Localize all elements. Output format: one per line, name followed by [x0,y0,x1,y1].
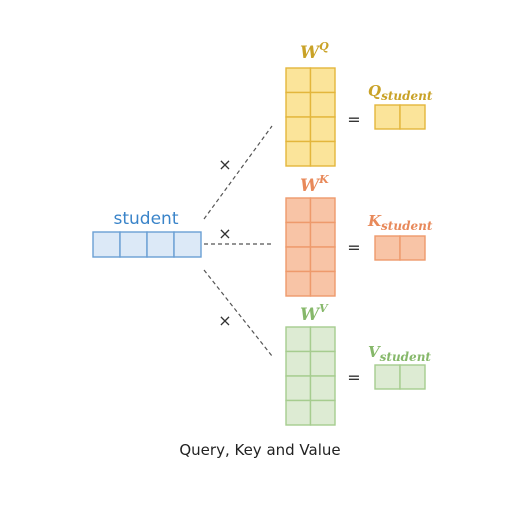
result-vector-cell [374,364,401,390]
input-vector-cell [119,231,148,258]
query-block: WQ = Qstudent [285,40,433,167]
weight-matrix-cell [285,197,312,224]
weight-matrix-cell [309,326,336,353]
input-vector-cell [173,231,202,258]
weight-matrix-cell [309,270,336,297]
weight-matrix-cell [309,399,336,426]
input-word-label: student [114,209,179,229]
weight-matrix-cell [285,91,312,118]
weight-label-query: WQ [300,40,329,63]
multiply-sign-key: × [218,224,231,243]
weight-matrix-cell [285,375,312,402]
multiply-sign-query: × [218,155,231,174]
weight-matrix-cell [309,67,336,94]
weight-matrix-cell [285,270,312,297]
multiply-sign-value: × [218,311,231,330]
equals-sign-query: = [347,110,360,129]
weight-matrix-cell [309,197,336,224]
weight-matrix-query [285,67,336,167]
input-vector [92,231,202,258]
input-vector-cell [92,231,121,258]
figure-caption: Query, Key and Value [179,441,341,459]
input-vector-cell [146,231,175,258]
result-vector-cell [399,235,426,261]
result-vector-cell [399,104,426,130]
key-block: WK = Kstudent [285,173,433,297]
weight-matrix-cell [309,375,336,402]
weight-matrix-cell [309,350,336,377]
result-vector-cell [399,364,426,390]
weight-matrix-cell [309,140,336,167]
equals-sign-value: = [347,368,360,387]
value-block: WV = Vstudent [285,302,431,426]
result-label-value: Vstudent [368,343,431,364]
weight-matrix-cell [285,350,312,377]
result-vector-cell [374,235,401,261]
result-label-query: Qstudent [368,82,433,103]
connector-value [203,269,273,357]
weight-matrix-cell [285,116,312,143]
result-vector-key [374,235,426,261]
weight-label-key: WK [300,173,329,196]
weight-matrix-cell [285,326,312,353]
weight-matrix-cell [309,91,336,118]
weight-matrix-cell [309,246,336,273]
weight-matrix-value [285,326,336,426]
result-vector-value [374,364,426,390]
weight-matrix-key [285,197,336,297]
weight-label-value: WV [300,302,329,325]
weight-matrix-cell [285,221,312,248]
weight-matrix-cell [285,67,312,94]
weight-matrix-cell [285,399,312,426]
result-vector-query [374,104,426,130]
weight-matrix-cell [285,140,312,167]
result-label-key: Kstudent [367,212,433,233]
weight-matrix-cell [285,246,312,273]
equals-sign-key: = [347,238,360,257]
connector-query [203,125,273,220]
result-vector-cell [374,104,401,130]
weight-matrix-cell [309,116,336,143]
weight-matrix-cell [309,221,336,248]
